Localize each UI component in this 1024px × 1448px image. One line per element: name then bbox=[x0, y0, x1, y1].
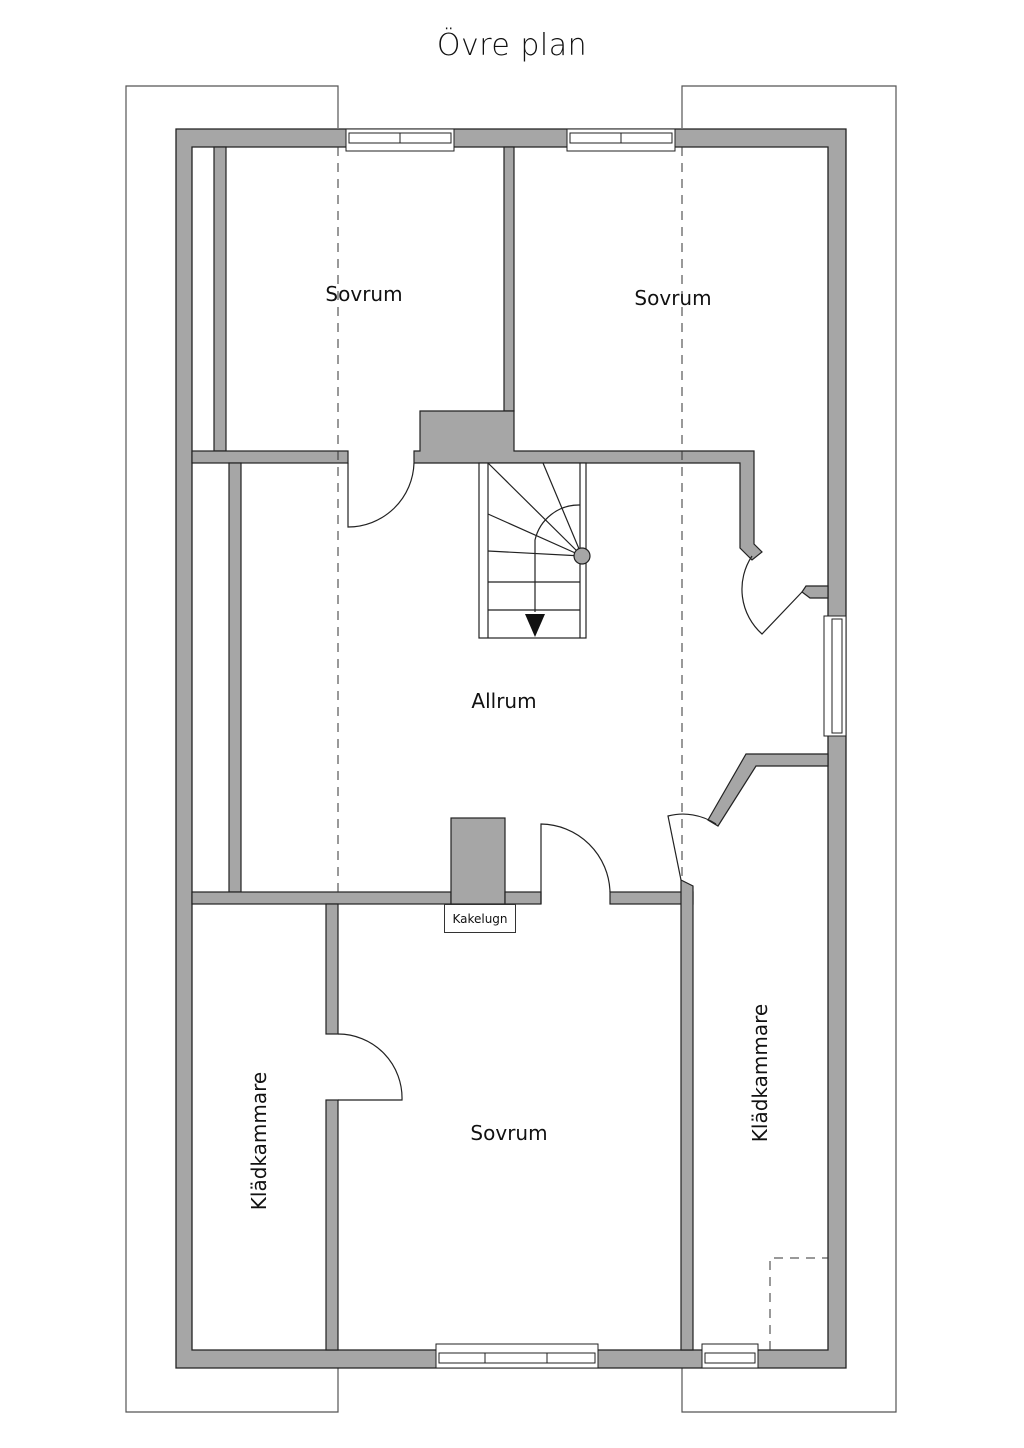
tiled-stove-label: Kakelugn bbox=[444, 904, 516, 933]
plan-title: Övre plan bbox=[436, 28, 588, 63]
interior-walls bbox=[191, 146, 829, 1351]
staircase bbox=[478, 462, 591, 639]
door-swings bbox=[337, 462, 803, 1101]
windows bbox=[345, 128, 847, 1369]
room-label-bedroom-bottom: Sovrum bbox=[470, 1121, 548, 1145]
eave-lines bbox=[337, 147, 828, 1350]
room-label-bedroom-top-left: Sovrum bbox=[325, 282, 403, 306]
room-label-family-room: Allrum bbox=[471, 689, 537, 713]
room-label-closet-right: Klädkammare bbox=[748, 1003, 772, 1143]
room-label-bedroom-top-right: Sovrum bbox=[634, 286, 712, 310]
room-label-closet-left: Klädkammare bbox=[247, 1071, 271, 1211]
roof-outline bbox=[125, 85, 897, 1413]
